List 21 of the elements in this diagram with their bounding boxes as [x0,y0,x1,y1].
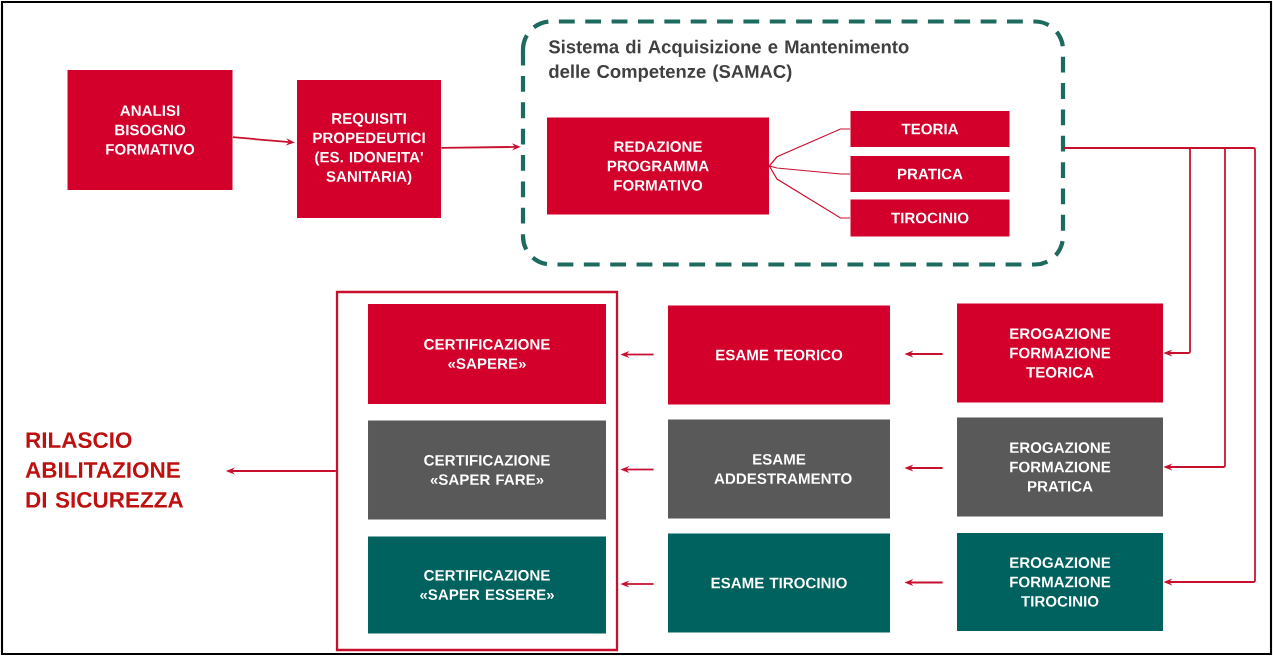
process-box: TEORIA [850,111,1010,147]
process-box: CERTIFICAZIONE «SAPER FARE» [368,420,606,520]
process-box: TIROCINIO [850,199,1010,237]
process-box: ESAME ADDESTRAMENTO [668,419,890,519]
connector-line [768,165,851,219]
process-box: ESAME TEORICO [668,305,890,405]
process-box: CERTIFICAZIONE «SAPER ESSERE» [368,536,606,634]
process-box: ESAME TIROCINIO [668,533,890,633]
connector-line [768,128,851,167]
process-box: CERTIFICAZIONE «SAPERE» [368,304,606,404]
process-box: REQUISITI PROPEDEUTICI (ES. IDONEITA' SANITARIA) [297,80,441,218]
process-box: EROGAZIONE FORMAZIONE TIROCINIO [957,533,1163,631]
process-box: EROGAZIONE FORMAZIONE PRATICA [957,417,1163,517]
result-text: RILASCIO ABILITAZIONE DI SICUREZZA [25,432,184,508]
process-box: REDAZIONE PROGRAMMA FORMATIVO [547,117,769,215]
process-box: PRATICA [850,156,1010,192]
arrow [1062,147,1256,586]
grouping-frame [335,290,619,652]
process-box: ANALISI BISOGNO FORMATIVO [67,70,233,190]
process-box: EROGAZIONE FORMAZIONE TEORICA [957,303,1163,403]
connector-line [768,165,851,175]
